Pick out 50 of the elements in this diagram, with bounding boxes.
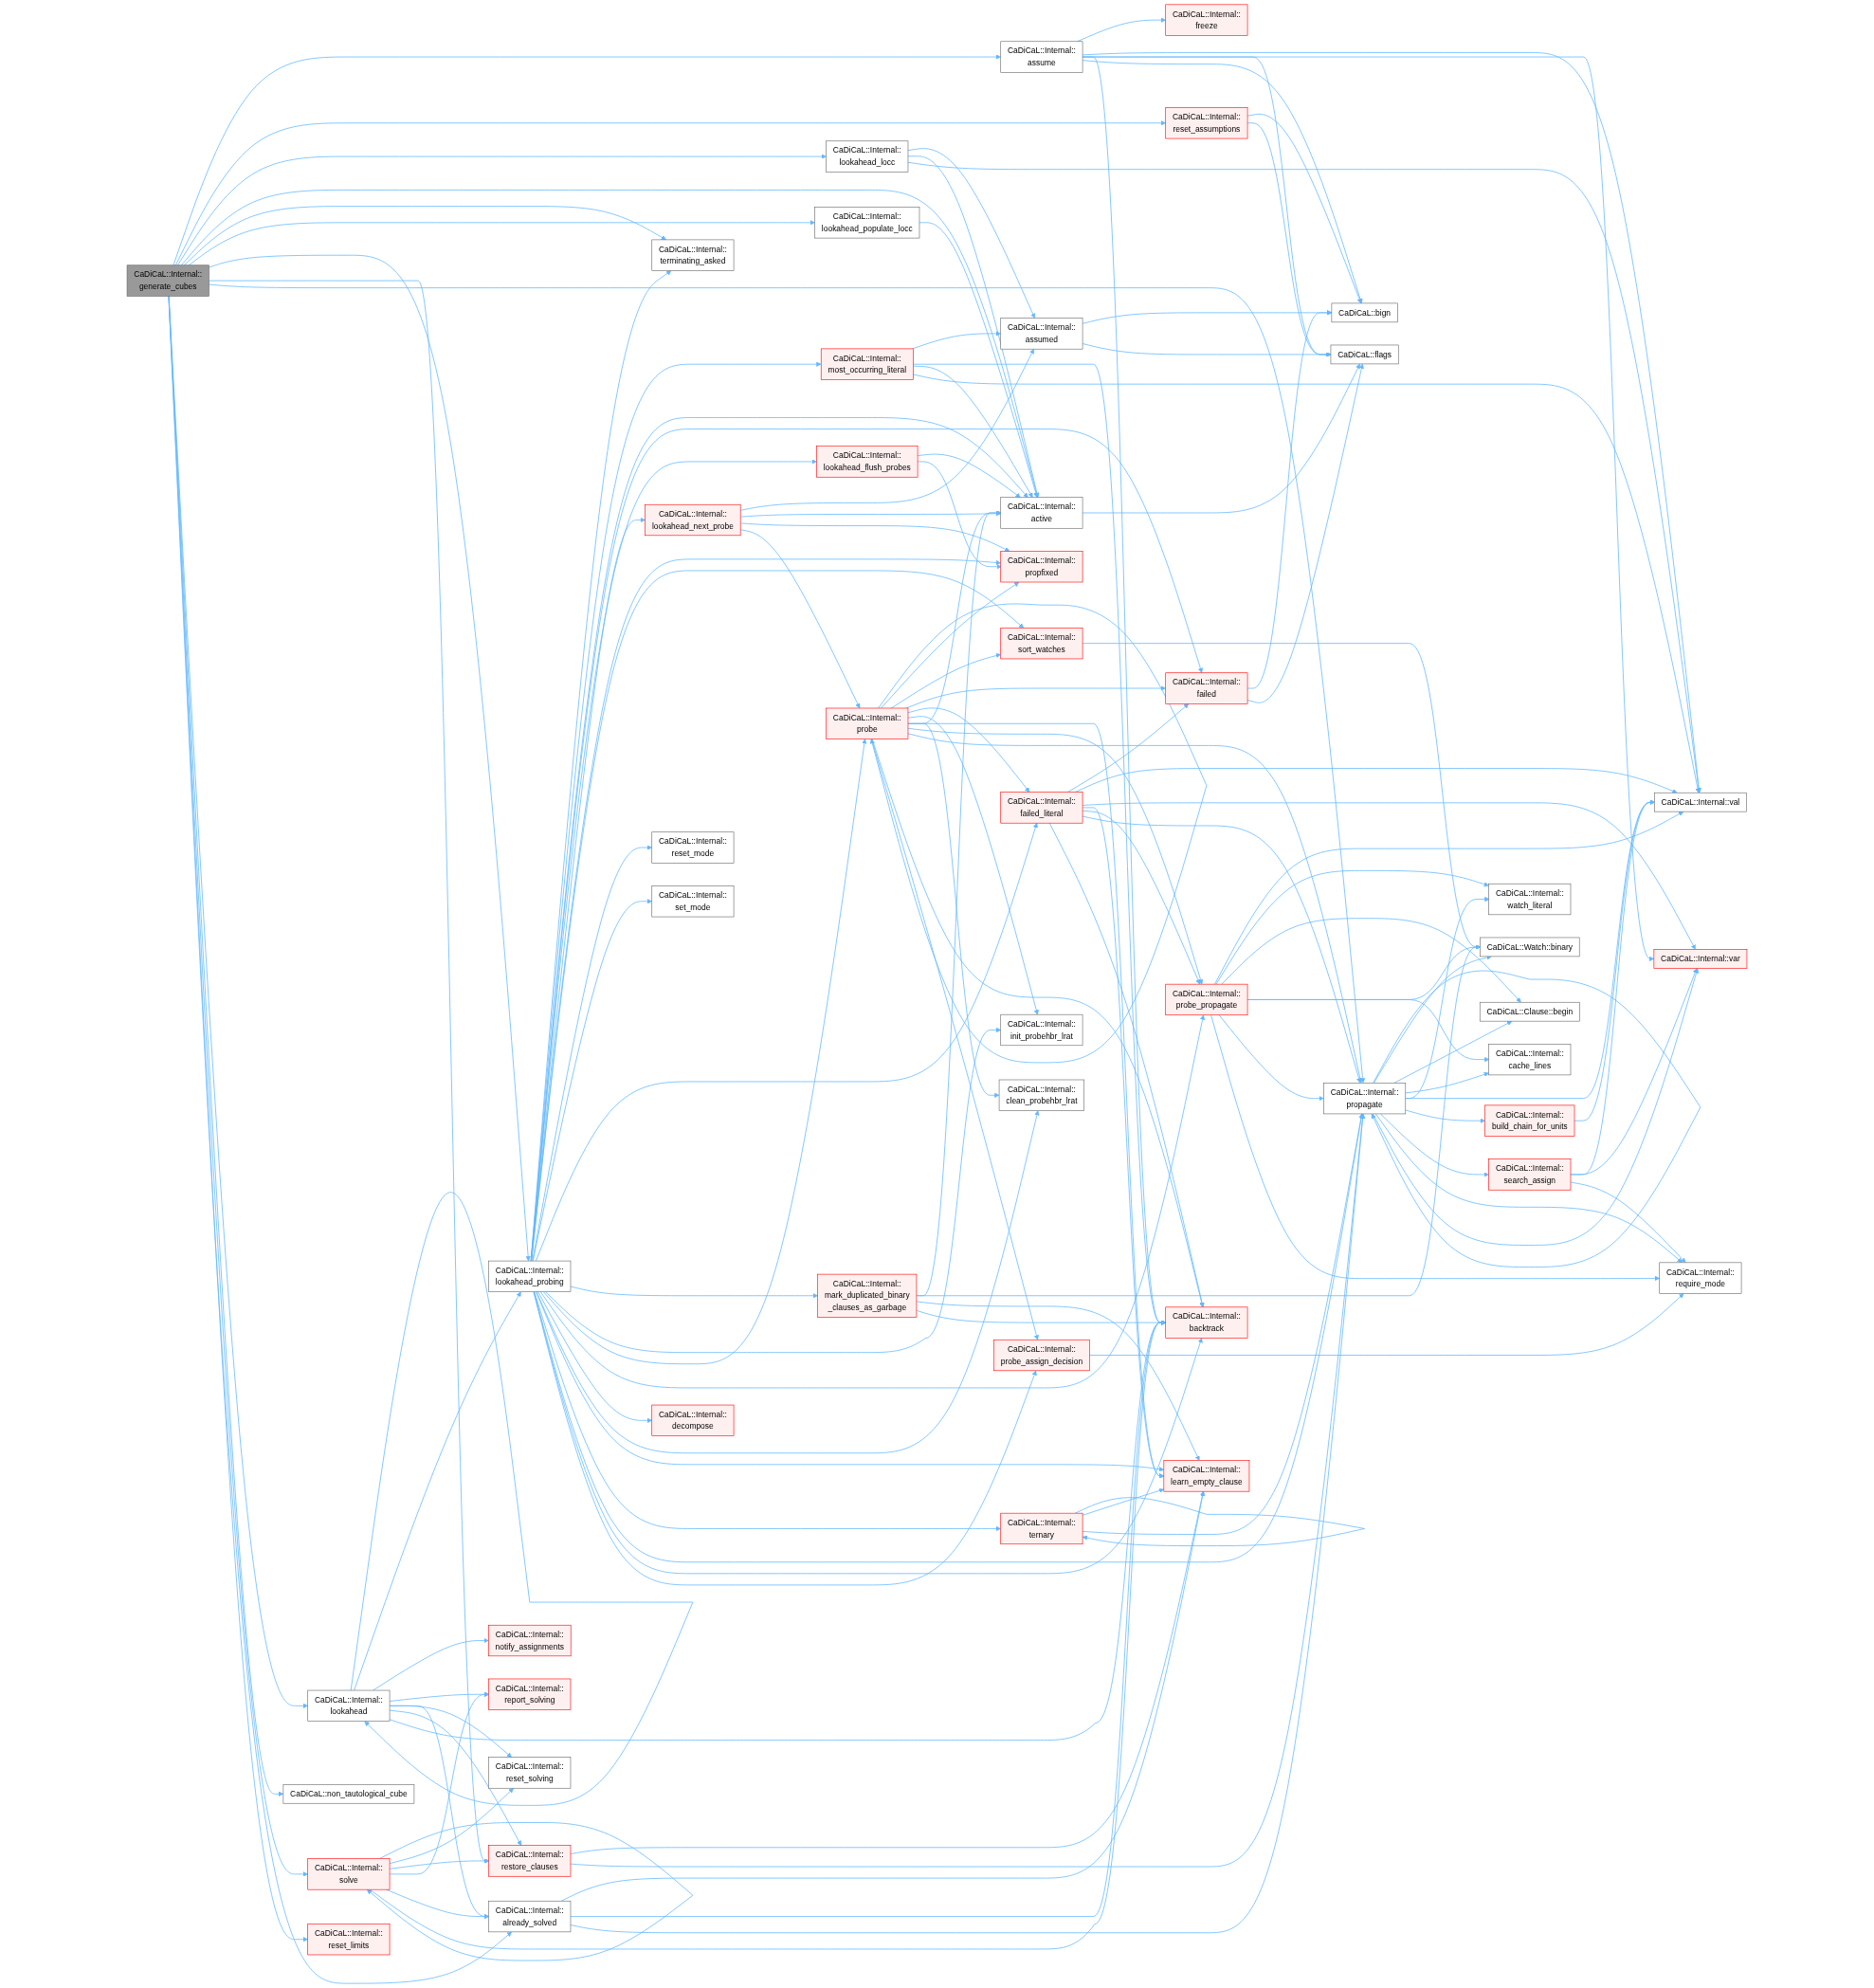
node-box: CaDiCaL::Internal:: ternary [1000,1512,1083,1545]
node-box: CaDiCaL::Internal:: probe_propagate [1165,983,1248,1016]
node-box: CaDiCaL::Internal:: build_chain_for_units [1484,1104,1575,1137]
node-box: CaDiCaL::Internal:: probe [826,707,909,739]
node-box: CaDiCaL::Internal:: lookahead_locc [826,140,909,173]
node-box: CaDiCaL::Internal:: search_assign [1488,1158,1572,1191]
node-box: CaDiCaL::Internal:: decompose [651,1404,735,1436]
node-box: CaDiCaL::Internal:: reset_limits [307,1924,391,1956]
node-box: CaDiCaL::Internal:: propagate [1323,1083,1407,1115]
node-box: CaDiCaL::Internal:: generate_cubes [126,264,209,297]
node-box: CaDiCaL::Internal:: terminating_asked [651,239,735,271]
node-box: CaDiCaL::Internal:: reset_mode [651,831,735,864]
node-box: CaDiCaL::Internal:: lookahead_populate_locc [814,207,920,239]
node-box: CaDiCaL::Internal:: cache_lines [1488,1044,1572,1076]
node-box: CaDiCaL::Internal:: require_mode [1659,1262,1742,1294]
node-box: CaDiCaL::Internal:: reset_solving [488,1757,572,1789]
node-box: CaDiCaL::Clause::begin [1479,1001,1580,1022]
node-box: CaDiCaL::Internal:: most_occurring_literal [820,348,914,380]
node-box: CaDiCaL::Internal:: already_solved [488,1900,572,1933]
node-box: CaDiCaL::Internal:: freeze [1165,4,1248,36]
node-box: CaDiCaL::Internal:: sort_watches [1000,628,1083,660]
node-box: CaDiCaL::bign [1331,302,1398,323]
node-box: CaDiCaL::Internal:: backtrack [1165,1306,1248,1339]
node-box: CaDiCaL::Internal:: lookahead_flush_probes [816,446,919,478]
node-box: CaDiCaL::Internal::val [1654,792,1747,812]
node-box: CaDiCaL::Internal:: restore_clauses [488,1845,572,1877]
node-box: CaDiCaL::Internal:: init_probehbr_lrat [1000,1013,1083,1047]
node-box: CaDiCaL::Internal::var [1653,949,1748,969]
node-box: CaDiCaL::Internal:: report_solving [488,1678,572,1710]
node-box: CaDiCaL::non_tautological_cube [282,1784,415,1804]
node-box: CaDiCaL::Internal:: lookahead [307,1689,391,1722]
node-box: CaDiCaL::Watch::binary [1480,937,1580,958]
node-box: CaDiCaL::Internal:: failed_literal [1000,792,1083,824]
node-box: CaDiCaL::Internal:: watch_literal [1488,883,1572,916]
node-box: CaDiCaL::Internal:: propfixed [1000,551,1083,583]
node-box: CaDiCaL::Internal:: lookahead_probing [488,1260,572,1292]
node-box: CaDiCaL::Internal:: failed [1165,672,1248,704]
node-box: CaDiCaL::Internal:: reset_assumptions [1165,107,1248,139]
node-box: CaDiCaL::Internal:: solve [307,1858,391,1890]
node-box: CaDiCaL::flags [1330,344,1399,365]
node-box: CaDiCaL::Internal:: clean_probehbr_lrat [998,1079,1085,1111]
node-box: CaDiCaL::Internal:: notify_assignments [488,1624,572,1657]
node-box: CaDiCaL::Internal:: lookahead_next_probe [645,503,741,537]
node-box: CaDiCaL::Internal:: assumed [1000,318,1083,350]
node-box: CaDiCaL::Internal:: mark_duplicated_binary _clauses_as_garbage [817,1273,918,1318]
node-box: CaDiCaL::Internal:: probe_assign_decision [993,1339,1090,1372]
node-box: CaDiCaL::Internal:: assume [1000,41,1083,73]
node-box: CaDiCaL::Internal:: active [1000,497,1083,529]
node-box: CaDiCaL::Internal:: set_mode [651,885,735,918]
node-box: CaDiCaL::Internal:: learn_empty_clause [1163,1460,1250,1492]
